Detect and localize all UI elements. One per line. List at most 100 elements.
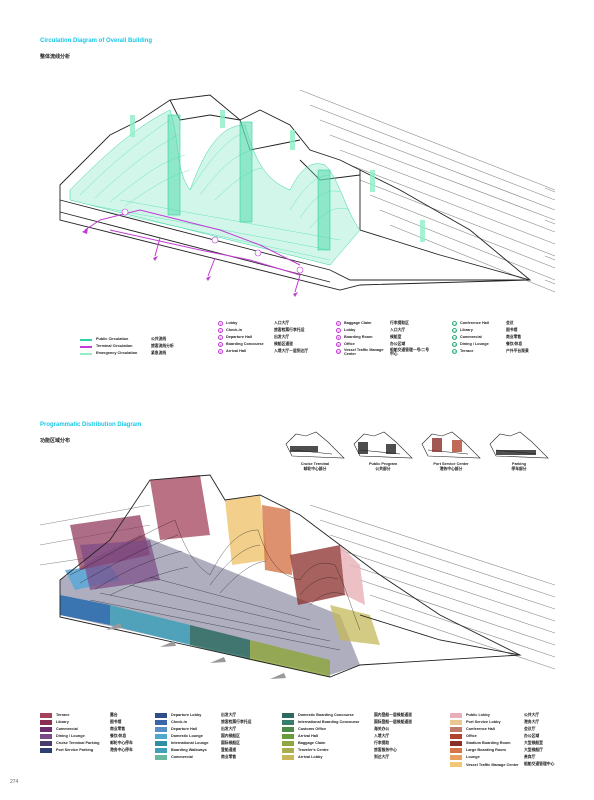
legend-label-cn: 到达大厅: [374, 755, 390, 759]
number-marker: 12: [452, 328, 457, 333]
color-swatch: [282, 734, 294, 739]
legend-label: International Boarding Concourse: [298, 720, 360, 724]
legend-label: Port Service Parking: [56, 748, 94, 752]
legend-label-cn: 公共流线: [151, 337, 167, 341]
legend-public-circulation: Public Circulation 公共流线: [80, 336, 174, 343]
legend-label: Emergency Circulation: [96, 351, 138, 355]
emergency-circulation-swatch: [80, 352, 92, 355]
program-diagram-subtitle: 功能区域分布: [40, 438, 71, 444]
legend-label: Arrival Hall: [226, 349, 247, 353]
legend-label-cn: 入境大厅一层到达厅: [274, 349, 309, 353]
legend-label-cn: 船舶交通管理中心: [524, 762, 555, 766]
color-swatch: [450, 720, 462, 725]
color-swatch: [282, 720, 294, 725]
legend-label-cn: 海关办公: [374, 727, 390, 731]
legend-label: Lounge: [466, 755, 480, 759]
legend-label-cn: 登船通道: [221, 748, 237, 752]
legend-label: Stadium Boarding Room: [466, 741, 511, 745]
legend-label: Departure Hall: [226, 335, 252, 339]
legend-label: Public Lobby: [466, 713, 490, 717]
color-swatch: [282, 713, 294, 718]
thumb-label-cn: 港务中心部分: [439, 467, 463, 471]
legend-label-cn: 入口大厅: [274, 321, 290, 325]
legend-label-cn: 户外平台观景: [506, 349, 529, 353]
legend-item: Stadium Boarding Room 大型候船室: [450, 740, 554, 747]
legend-label: Office: [466, 734, 477, 738]
thumb-label: Public Program: [368, 462, 398, 466]
legend-label: Large Boarding Room: [466, 748, 506, 752]
legend-item: Arrival Hall 入境大厅: [282, 733, 412, 740]
legend-item: Library 图书馆: [40, 719, 133, 726]
legend-label-cn: 会议厅: [524, 727, 536, 731]
color-swatch: [40, 720, 52, 725]
legend-label-cn: 公共大厅: [524, 713, 540, 717]
legend-label-cn: 船舶交通管理一号/二号中心: [390, 347, 430, 356]
legend-label: Arrival Hall: [298, 734, 319, 738]
legend-item: Public Lobby 公共大厅: [450, 712, 554, 719]
legend-label: Departure Lobby: [171, 713, 202, 717]
legend-label: Commercial: [460, 335, 482, 339]
color-swatch: [282, 755, 294, 760]
number-marker: 3: [218, 335, 223, 340]
legend-label: Domestic Lounge: [171, 734, 203, 738]
legend-label: Terrace: [460, 349, 474, 353]
legend-label-cn: 商业零售: [221, 755, 237, 759]
number-marker: 11: [452, 321, 457, 326]
thumb-parking: Parking 停车部分: [486, 462, 552, 472]
number-marker: 6: [336, 321, 341, 326]
legend-label-cn: 行李提取: [374, 741, 390, 745]
color-swatch: [155, 748, 167, 753]
legend-label: Terminal Circulation: [96, 344, 133, 348]
legend-label-cn: 入境大厅: [374, 734, 390, 738]
legend-label-cn: 图书馆: [110, 720, 122, 724]
legend-emergency-circulation: Emergency Circulation 紧急流线: [80, 350, 174, 357]
legend-label: Lobby: [344, 328, 356, 332]
number-marker: 8: [336, 335, 341, 340]
number-marker: 13: [452, 335, 457, 340]
page-number: 274: [10, 779, 19, 785]
color-swatch: [155, 720, 167, 725]
legend-label: Traveler's Centre: [298, 748, 329, 752]
legend-label: Public Circulation: [96, 337, 129, 341]
number-marker: 2: [218, 328, 223, 333]
circulation-diagram-subtitle: 整体流线分析: [40, 54, 71, 60]
legend-label-cn: 图书馆: [506, 328, 518, 332]
legend-label-cn: 候船区通道: [274, 342, 293, 346]
legend-label-cn: 港务中心停车: [110, 748, 133, 752]
thumb-label: Parking: [512, 462, 526, 466]
legend-label-cn: 大型候船室: [524, 741, 543, 745]
program-thumbnails: Cruise Terminal 邮轮中心部分 Public Program 公共…: [282, 428, 572, 488]
legend-label: Domestic Boarding Concourse: [298, 713, 354, 717]
legend-label: Library: [460, 328, 473, 332]
legend-label-cn: 出发大厅: [274, 335, 290, 339]
legend-label: Library: [56, 720, 69, 724]
color-swatch: [40, 713, 52, 718]
legend-terminal-circulation: Terminal Circulation 旅客流线分析: [80, 343, 174, 350]
color-swatch: [155, 713, 167, 718]
legend-label-cn: 旅客检票行李托运: [274, 328, 305, 332]
legend-label-cn: 旅客服务中心: [374, 748, 397, 752]
number-marker: 7: [336, 328, 341, 333]
legend-item: Traveler's Centre 旅客服务中心: [282, 747, 412, 754]
legend-label: Baggage Claim: [298, 741, 326, 745]
color-swatch: [450, 762, 462, 767]
number-marker: 10: [336, 349, 341, 354]
color-swatch: [450, 734, 462, 739]
